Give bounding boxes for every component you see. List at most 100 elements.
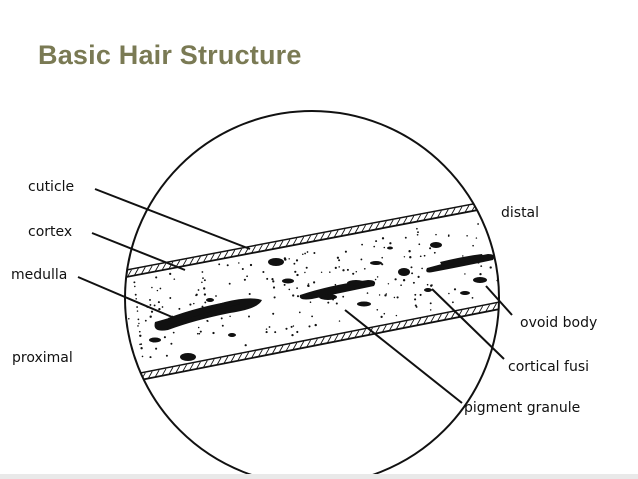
cortex-dot (140, 343, 143, 345)
cortex-dot (429, 302, 432, 305)
cortex-dot (283, 283, 286, 286)
slide-title: Basic Hair Structure (38, 40, 302, 70)
cortex-dot (155, 347, 158, 350)
pigment-granules (149, 242, 487, 361)
label-proximal: proximal (12, 350, 73, 366)
cortex-dot (387, 283, 390, 285)
cortex-dot (408, 250, 411, 253)
cortex-dot (157, 301, 160, 304)
cortex-dot (243, 278, 246, 281)
cortex-dot (248, 292, 251, 296)
cortex-dot (513, 246, 515, 248)
cortex-dot (290, 325, 293, 328)
cortex-dot (472, 244, 474, 247)
cortex-dot (464, 273, 466, 275)
cortex-dot (506, 288, 508, 290)
cortex-dot (204, 301, 207, 304)
cortex-dot (334, 266, 337, 269)
cortex-dot (378, 294, 381, 296)
cortex-leader (91, 232, 186, 271)
label-cortical-fusi: cortical fusi (508, 359, 589, 375)
cortex-dot (99, 329, 101, 331)
cortex-dot (517, 279, 519, 281)
cortex-dot (355, 270, 358, 273)
cortex-dot (479, 272, 482, 276)
cortex-dot (144, 319, 147, 322)
cortex-dot (220, 317, 223, 320)
cortex-dots (99, 210, 519, 364)
label-pigment-granule: pigment granule (464, 400, 580, 416)
cortex-dot (342, 269, 345, 272)
cortex-dot (110, 303, 112, 305)
cortex-dot (466, 235, 468, 237)
cortex-dot (393, 296, 396, 299)
cortex-dot (314, 323, 317, 327)
cortex-dot (381, 237, 385, 240)
medulla-leader (77, 276, 173, 318)
pigment-granule-leader (344, 309, 463, 404)
cuticle-layer-bottom (125, 297, 499, 389)
cortex-dot (505, 277, 507, 279)
cortex-dot (307, 285, 310, 287)
cortex-dot (381, 256, 383, 259)
cortex-dot (244, 344, 247, 347)
cortex-dot (302, 253, 304, 255)
cortex-dot (411, 272, 414, 275)
cortex-dot (149, 315, 152, 318)
cortex-dot (272, 312, 275, 315)
cortex-dot (195, 294, 197, 297)
cortex-dot (268, 326, 271, 328)
cortex-dot (453, 288, 457, 291)
cortex-dot (102, 318, 104, 320)
cortex-dot (228, 282, 231, 285)
cortex-dot (294, 270, 297, 273)
cuticle-layer-top (125, 194, 499, 283)
cortex-dot (373, 245, 376, 248)
cortex-dot (149, 303, 152, 306)
cortex-dot (149, 298, 151, 301)
cortex-dot (265, 328, 268, 330)
cortex-dot (497, 236, 499, 239)
label-cortex: cortex (28, 224, 72, 240)
cortex-dot (433, 251, 436, 254)
cortex-dot (512, 230, 513, 231)
cortex-dot (218, 263, 221, 266)
cortex-dot (346, 268, 349, 271)
label-cuticle: cuticle (28, 179, 74, 195)
label-ovoid-body: ovoid body (520, 315, 597, 331)
cortex-dot (448, 292, 450, 295)
cortex-dot (136, 310, 139, 312)
cortex-dot (496, 279, 499, 282)
cortex-dot (503, 262, 505, 264)
cortex-dot (201, 305, 204, 308)
cortex-dot (197, 326, 200, 329)
cortex-dot (509, 224, 511, 226)
cortex-dot (134, 293, 137, 296)
cortex-dot (156, 289, 159, 292)
cortex-dot (203, 293, 207, 296)
cortex-dot (134, 285, 136, 288)
cortex-dot (502, 254, 503, 255)
cortex-dot (238, 262, 240, 264)
cortex-dot (198, 332, 201, 335)
cortex-dot (320, 271, 323, 274)
cortex-dot (137, 318, 140, 321)
cortex-dot (506, 286, 508, 288)
cortex-dot (515, 264, 517, 266)
cortex-dot (416, 227, 418, 230)
cortex-dot (475, 237, 478, 239)
cortex-dot (417, 231, 419, 234)
cortex-dot (383, 312, 386, 315)
cortex-dot (266, 277, 269, 280)
cortex-dot (121, 315, 123, 317)
cortex-dot (109, 313, 111, 315)
cortex-dot (138, 330, 141, 333)
cortex-dot (140, 347, 143, 350)
cortex-dot (283, 257, 287, 260)
cortex-dot (132, 361, 135, 364)
cortex-dot (133, 281, 136, 284)
cortex-dot (366, 292, 369, 294)
cortex-dot (229, 315, 231, 318)
cortex-dot (503, 247, 505, 249)
